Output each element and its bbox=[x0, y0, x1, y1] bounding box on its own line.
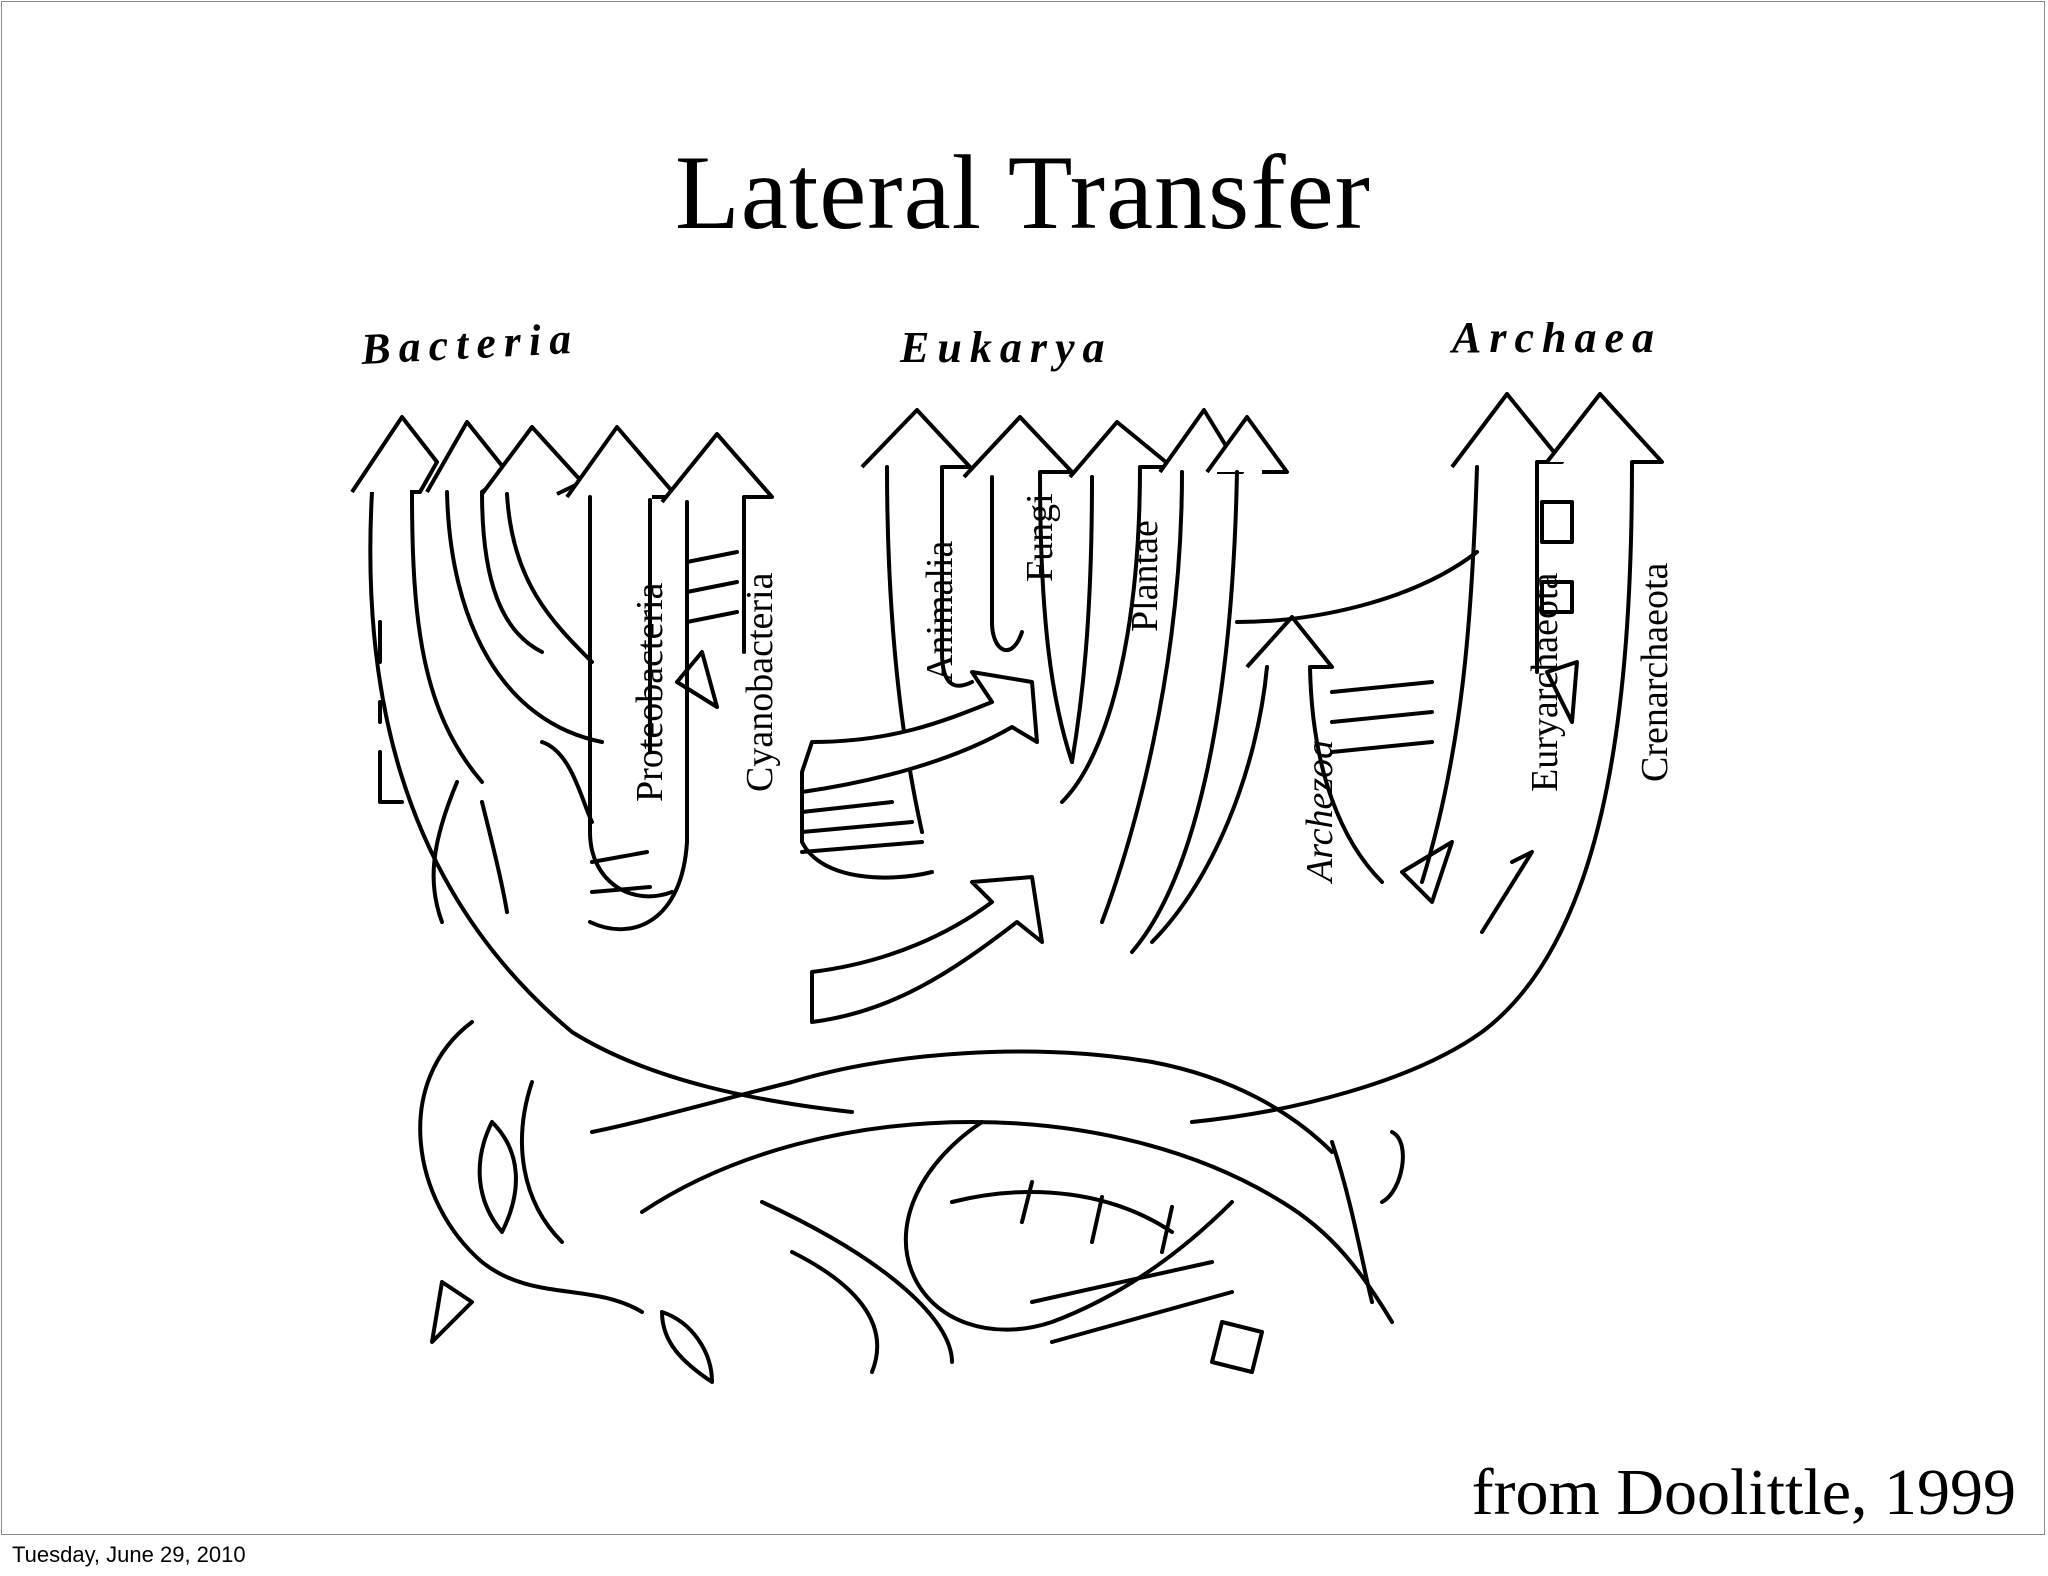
archaea-eukarya-link bbox=[1235, 550, 1479, 624]
domain-label-eukarya: Eukarya bbox=[899, 323, 1112, 372]
branch-label-fungi: Fungi bbox=[1019, 493, 1061, 582]
cyanobacteria-arrowhead bbox=[660, 432, 774, 504]
archaea-fragment-2 bbox=[1540, 580, 1574, 614]
bacteria-branch-3 bbox=[505, 492, 594, 664]
archaea-transfer-lines bbox=[1330, 680, 1434, 754]
bacteria-fork-1 bbox=[431, 780, 459, 924]
tree-of-life-diagram: Bacteria Eukarya Archaea bbox=[350, 322, 1676, 1384]
domain-label-bacteria: Bacteria bbox=[359, 322, 580, 374]
root-cross-lines bbox=[1030, 1260, 1234, 1344]
root-leaf-2 bbox=[660, 1310, 714, 1384]
branch-label-archezoa: Archezoa bbox=[1299, 740, 1341, 885]
archaea-fork bbox=[1480, 850, 1534, 934]
archaea-triangle bbox=[1400, 840, 1454, 904]
root-strand-1 bbox=[418, 1020, 644, 1314]
eukarya-branch-5 bbox=[1130, 470, 1239, 954]
root-strand-6 bbox=[790, 1250, 880, 1374]
branch-label-animalia: Animalia bbox=[919, 540, 961, 682]
plantae-shaft-right bbox=[1060, 465, 1142, 804]
archezoa-shaft-right bbox=[1308, 665, 1384, 884]
branch-label-plantae: Plantae bbox=[1124, 520, 1166, 632]
eukarya-transfer-arrow-1 bbox=[800, 670, 1039, 794]
animalia-arrowhead bbox=[860, 408, 972, 469]
archaea-branches bbox=[1190, 392, 1664, 1124]
footer-date: Tuesday, June 29, 2010 bbox=[12, 1542, 246, 1567]
archezoa-branch bbox=[1150, 615, 1384, 944]
archaea-fragment-1 bbox=[1540, 500, 1574, 544]
domain-label-archaea: Archaea bbox=[1449, 322, 1662, 362]
fungi-shaft-left bbox=[990, 475, 1024, 653]
bacteria-triangle bbox=[675, 650, 719, 709]
branch-label-proteobacteria: Proteobacteria bbox=[629, 582, 671, 802]
root-strand-7 bbox=[1330, 1140, 1374, 1304]
bacteria-fork-2 bbox=[480, 800, 509, 914]
plantae-shaft-left bbox=[1070, 475, 1094, 764]
eukarya-arrowhead-5 bbox=[1205, 415, 1289, 474]
archezoa-shaft-left bbox=[1150, 665, 1269, 944]
root-square bbox=[1210, 1320, 1264, 1374]
root-strand-5 bbox=[760, 1200, 954, 1364]
branch-label-crenarchaeota: Crenarchaeota bbox=[1634, 562, 1676, 782]
crenarchaeota-outer bbox=[1190, 460, 1634, 1124]
root-loop bbox=[903, 1120, 1234, 1332]
slide: Lateral Transfer Bacteria Eukarya Archae… bbox=[1, 1, 2045, 1535]
plantae-arrowhead bbox=[1068, 420, 1174, 479]
bacteria-branch-2-inner bbox=[480, 490, 544, 654]
bacteria-arrowhead-3 bbox=[480, 425, 584, 496]
root-strand-4 bbox=[640, 1120, 1394, 1324]
root-hatching bbox=[1020, 1180, 1174, 1254]
proteobacteria-arrowhead bbox=[565, 425, 679, 499]
bacteria-fragment-3 bbox=[378, 750, 404, 804]
eukarya-lower-band bbox=[800, 780, 934, 880]
root-strand-2 bbox=[520, 1080, 564, 1244]
proteobacteria-shaft-left bbox=[588, 495, 674, 899]
archezoa-arrowhead bbox=[1245, 615, 1334, 669]
bacteria-transfer-lines-2 bbox=[590, 850, 652, 894]
root-loop-inner bbox=[950, 1190, 1174, 1234]
eukarya-branches bbox=[800, 408, 1289, 1024]
bacteria-transfer-lines bbox=[685, 550, 739, 624]
citation: from Doolittle, 1999 bbox=[1471, 1456, 2016, 1529]
bacteria-branch-2 bbox=[445, 490, 604, 744]
tangled-root bbox=[418, 1020, 1405, 1384]
animalia-shaft-right bbox=[940, 465, 974, 688]
bacteria-branch-1-inner bbox=[410, 490, 484, 784]
branch-label-cyanobacteria: Cyanobacteria bbox=[739, 572, 781, 792]
root-strand-8 bbox=[1380, 1130, 1405, 1204]
eukarya-branch-4 bbox=[1100, 470, 1184, 924]
branch-label-euryarchaeota: Euryarchaeota bbox=[1524, 572, 1566, 792]
root-triangle-1 bbox=[430, 1280, 474, 1344]
root-leaf-1 bbox=[477, 1120, 518, 1234]
root-strand-3 bbox=[590, 1049, 1334, 1154]
euryarchaeota-shaft-left bbox=[1420, 465, 1479, 884]
fungi-shaft-right bbox=[1038, 470, 1074, 764]
euryarchaeota-arrowhead bbox=[1450, 392, 1564, 469]
cyanobacteria-shaft-left bbox=[588, 500, 689, 932]
crenarchaeota-arrowhead bbox=[1545, 392, 1664, 464]
slide-title: Lateral Transfer bbox=[675, 134, 1371, 251]
archaea-fragment-3 bbox=[1545, 660, 1579, 724]
bacteria-arrowhead-1 bbox=[350, 415, 439, 494]
eukarya-transfer-lines bbox=[800, 800, 924, 854]
animalia-shaft-left bbox=[885, 465, 924, 834]
fungi-arrowhead bbox=[962, 415, 1074, 479]
eukarya-transfer-arrow-2 bbox=[810, 875, 1044, 1024]
bacteria-loop bbox=[540, 740, 594, 824]
bacteria-branches bbox=[350, 415, 854, 1114]
